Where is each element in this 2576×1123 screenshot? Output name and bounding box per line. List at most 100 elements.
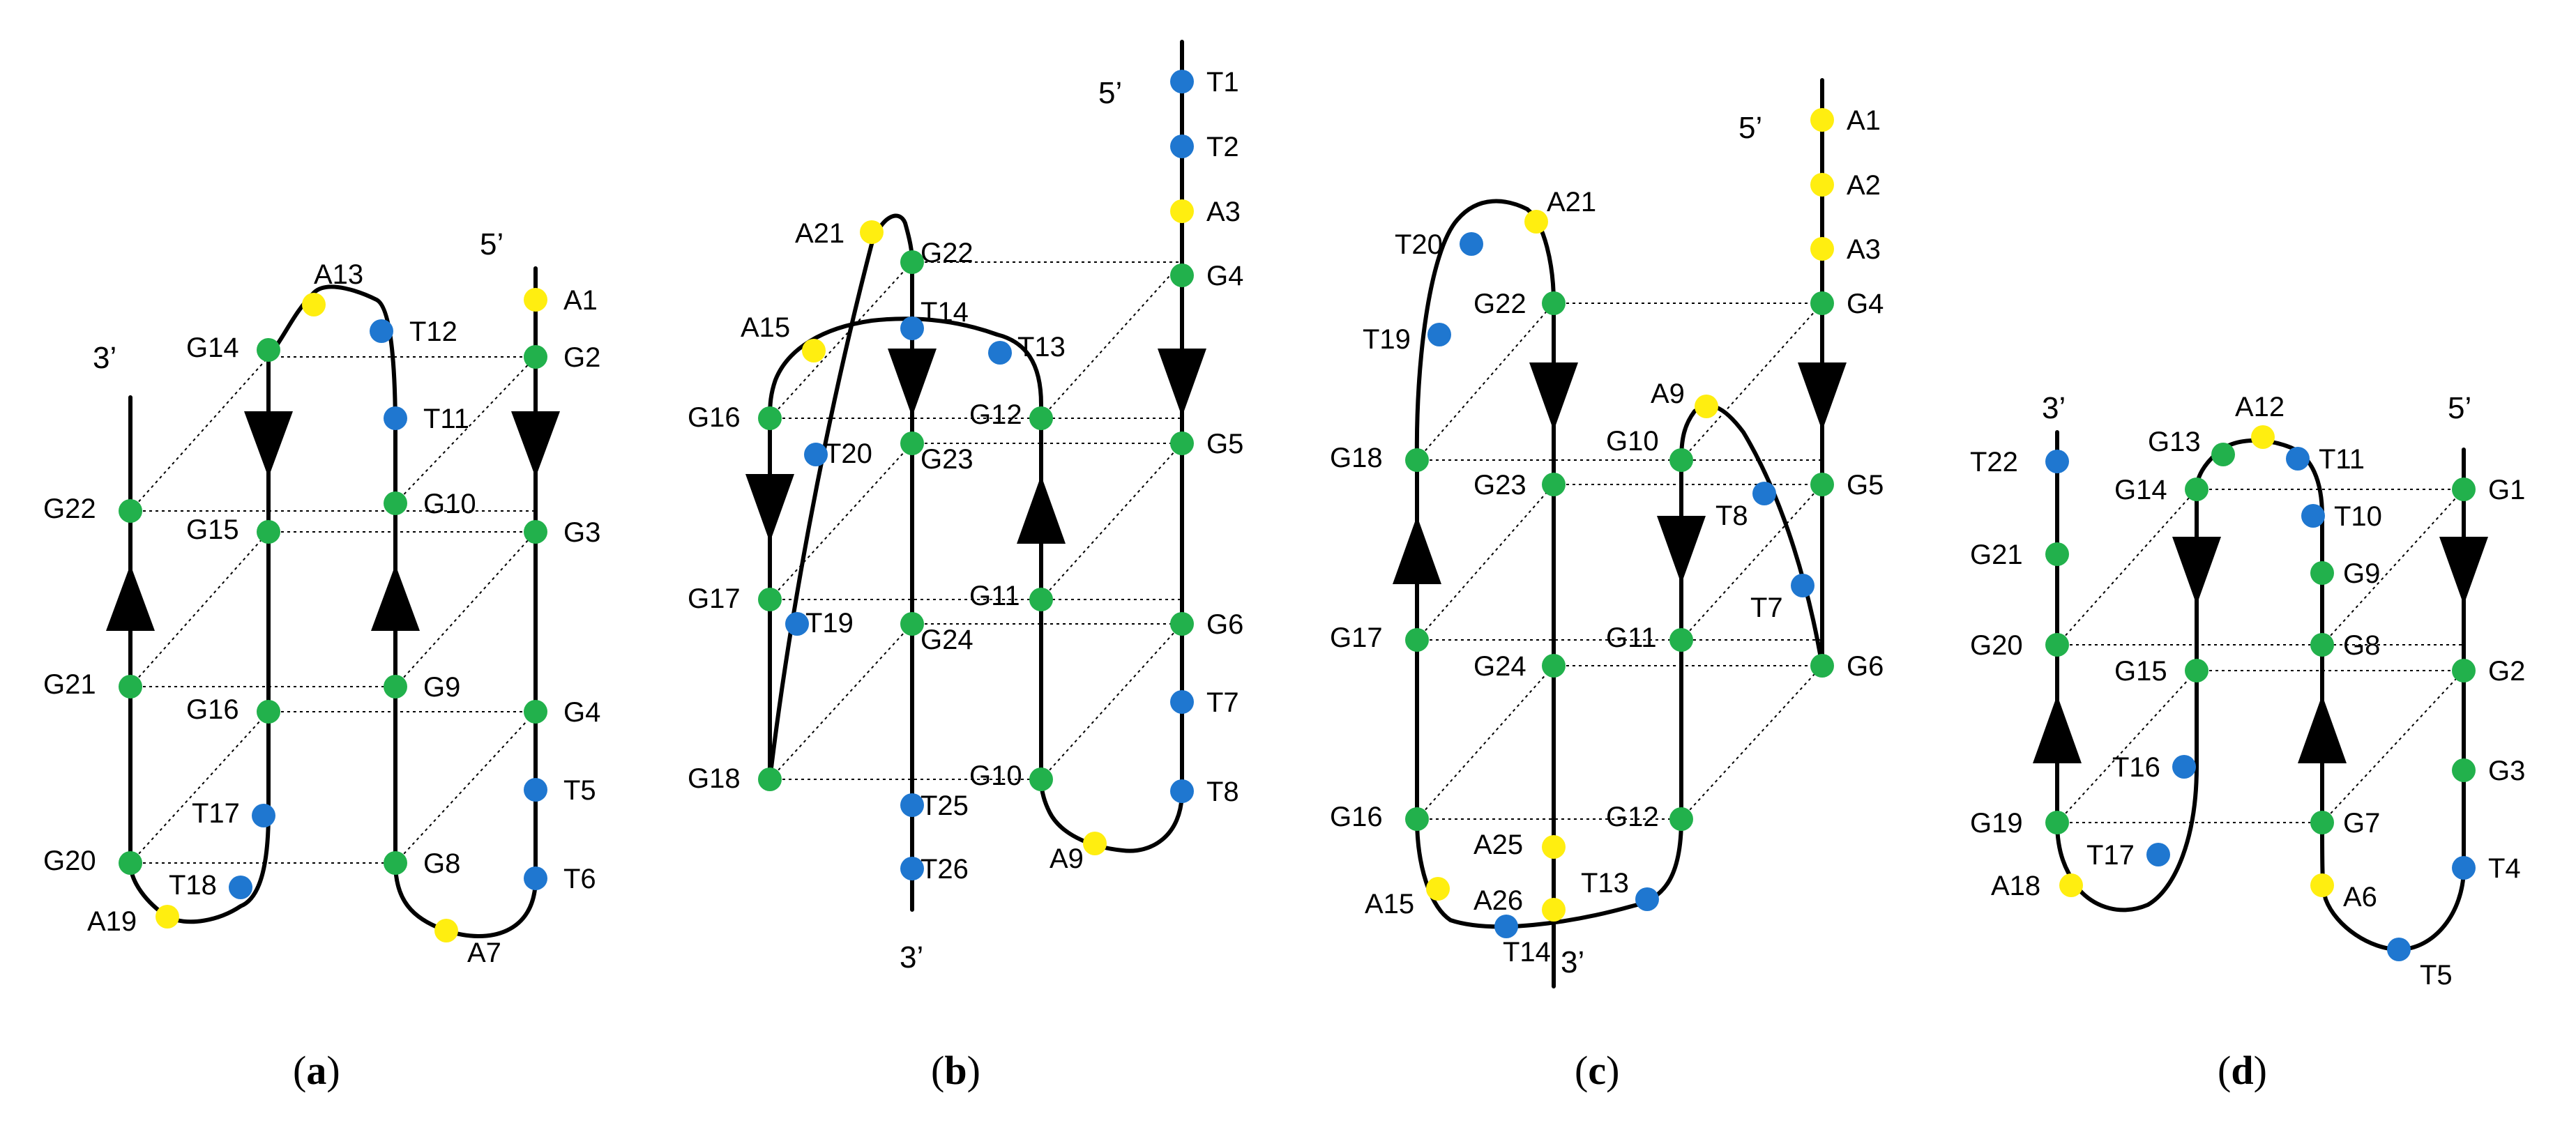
panel-a-nucleotide-label-g22: G22 [43,494,96,524]
panel-d-arrow-up-2 [2033,695,2082,763]
panel-b-nucleotide-dot-g22 [900,250,924,274]
panel-d-nucleotide-label-t11: T11 [2319,444,2365,475]
panel-a-nucleotide-label-a7: A7 [467,938,501,968]
panel-d-nucleotide-label-a6: A6 [2343,882,2377,912]
panel-a-nucleotide-dot-g4 [524,700,547,724]
panel-b-nucleotide-label-g18: G18 [688,763,741,794]
panel-c-nucleotide-dot-g4 [1810,291,1834,315]
panel-c-nucleotide-label-g18: G18 [1330,443,1383,473]
panel-d-nucleotide-label-g9: G9 [2343,558,2380,589]
panel-c-nucleotide-label-a9: A9 [1651,379,1685,409]
panel-c-arrow-up-1 [1393,516,1441,584]
panel-b-nucleotide-dot-g24 [900,612,924,636]
panel-b-nucleotide-label-t14: T14 [920,297,969,328]
panel-c-nucleotide-label-t7: T7 [1750,593,1783,623]
panel-b-nucleotide-label-a21: A21 [795,218,844,249]
panel-d-nucleotide-dot-g9 [2310,561,2334,585]
panel-d-nucleotide-dot-t16 [2172,755,2196,779]
panel-a-nucleotide-label-a1: A1 [563,285,598,316]
panel-b-nucleotide-label-g16: G16 [688,402,741,433]
panel-d-nucleotide-label-t10: T10 [2334,501,2382,532]
panel-b-nucleotide-dot-g4 [1170,263,1194,287]
panel-d-nucleotide-label-t4: T4 [2488,853,2521,884]
panel-d-nucleotide-label-g19: G19 [1970,808,2023,839]
panel-a-arrow-up-2 [106,565,155,631]
panel-d-nucleotide-dot-t22 [2045,450,2069,473]
panel-a-nucleotide-label-g8: G8 [423,848,460,879]
panel-d-nucleotide-dot-g19 [2045,811,2069,834]
panel-c-nucleotide-dot-a21 [1524,210,1548,234]
panel-a-nucleotide-dot-g9 [384,675,407,698]
panel-b-backbone [768,40,1184,912]
panel-b-nucleotide-label-g6: G6 [1206,609,1243,640]
panel-a-nucleotide-label-g16: G16 [186,694,239,725]
panel-a-nucleotide-label-g10: G10 [423,489,476,519]
panel-b-nucleotide-dot-g18 [758,767,782,791]
panel-b: T1T2A3G4G5G6T7T8A9G10G11G12T13T14A15G16G… [688,40,1243,1093]
panel-a-nucleotide-dot-g16 [257,700,280,724]
panel-a-nucleotide-label-t17: T17 [192,798,240,829]
panel-a-end-3: 3’ [93,341,116,375]
panel-b-nucleotide-label-t26: T26 [920,854,969,885]
panel-c-nucleotide-label-a15: A15 [1365,889,1414,919]
panel-a-nucleotide-dot-t18 [229,876,252,899]
panel-a-nucleotide-label-t12: T12 [409,316,457,347]
panel-d-end-5: 5’ [2448,391,2471,425]
panel-d-nucleotide-dot-g20 [2045,633,2069,657]
panel-c-nucleotide-dot-g24 [1542,654,1566,678]
panel-d-nucleotide-label-g3: G3 [2488,756,2525,786]
panel-a-nucleotide-dot-g15 [257,520,280,544]
panel-b-nucleotide-label-t1: T1 [1206,67,1239,98]
panel-b-nucleotide-dot-t8 [1170,779,1194,803]
panel-c-nucleotide-label-a25: A25 [1473,830,1523,860]
panel-c-nucleotide-label-g17: G17 [1330,622,1383,653]
panel-c-nucleotide-dot-g22 [1542,291,1566,315]
panel-c-nucleotide-label-a3: A3 [1847,234,1881,265]
panel-d-arrow-up-1 [2298,695,2347,763]
panel-c-nucleotide-dot-g11 [1669,628,1693,652]
panel-a-nucleotide-dot-a13 [302,293,326,316]
panel-a-nucleotide-label-g21: G21 [43,669,96,700]
panel-d-nucleotide-label-g15: G15 [2114,656,2167,687]
panel-d-nucleotide-label-g14: G14 [2114,475,2167,505]
panel-c-nucleotide-label-t20: T20 [1395,229,1443,260]
panel-a-nucleotide-label-g20: G20 [43,846,96,876]
panel-b-nucleotide-dot-g12 [1029,406,1053,430]
panel-a-nucleotide-dot-t6 [524,866,547,890]
panel-a-nucleotide-dot-t5 [524,778,547,802]
panel-c-nucleotide-label-a2: A2 [1847,170,1881,201]
panel-c-nucleotide-dot-t8 [1752,482,1776,505]
panel-a-nucleotide-dot-t12 [370,319,393,343]
panel-b-nucleotide-label-g23: G23 [920,444,973,475]
panel-a: A1G2G3G4T5T6A7G8G9G10T11T12A13G14G15G16T… [43,227,600,1093]
panel-c-arrow-down-2 [1657,516,1706,584]
panel-b-nucleotide-label-g10: G10 [969,761,1022,791]
panel-c-nucleotides: A1A2A3G4G5G6T7T8A9G10G11G12T13T14A15G16G… [1330,105,1884,968]
panel-a-nucleotide-label-a13: A13 [314,259,363,290]
panel-a-arrow-down-2 [244,411,293,478]
panel-c-nucleotide-dot-g10 [1669,448,1693,472]
panel-c-nucleotide-dot-a9 [1695,395,1718,418]
panel-b-nucleotide-dot-a3 [1170,199,1194,223]
panel-b-nucleotide-label-g11: G11 [969,581,1020,611]
panel-c-arrow-down-3 [1529,362,1578,431]
panel-d: G1G2G3T4T5A6G7G8G9T10T11A12G13G14G15T16T… [1970,391,2525,1093]
panel-a-pairing-lines [130,356,536,864]
panel-a-nucleotide-label-t11: T11 [423,404,469,434]
panel-b-arrow-up-1 [1017,475,1066,544]
panel-b-nucleotide-label-t8: T8 [1206,777,1239,807]
panel-b-pairing-lines [769,261,1183,780]
panel-d-nucleotide-label-t5: T5 [2420,960,2453,991]
panel-a-nucleotide-dot-t11 [384,406,407,430]
panel-b-arrow-down-2 [888,349,937,417]
panel-a-nucleotide-label-a19: A19 [87,906,137,937]
panel-b-nucleotide-dot-t25 [900,793,924,817]
panel-c-nucleotide-dot-t13 [1635,887,1659,911]
panel-c-nucleotide-label-t8: T8 [1715,501,1748,531]
panel-d-nucleotide-label-g21: G21 [1970,540,2023,570]
panel-a-nucleotide-label-g14: G14 [186,333,239,363]
panel-c-nucleotide-dot-t7 [1791,574,1814,597]
panel-a-nucleotide-dot-g20 [119,851,142,875]
panel-c-nucleotide-dot-g6 [1810,654,1834,678]
